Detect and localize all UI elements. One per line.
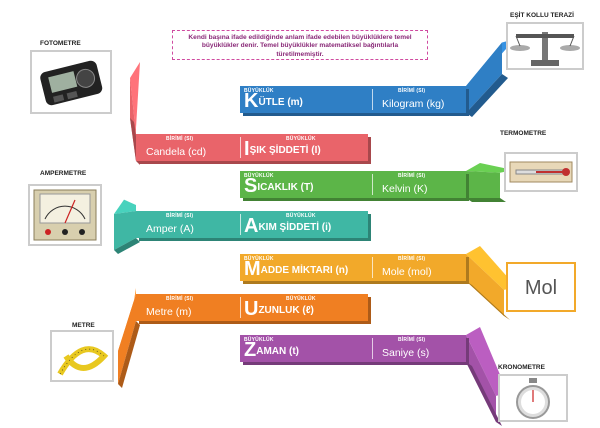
quantity-header: BÜYÜKLÜK	[286, 213, 316, 219]
row-sicaklik: BÜYÜKLÜK BİRİMİ (SI) SICAKLIK (T) Kelvin (K…	[240, 171, 466, 198]
mol-box-art: Mol	[508, 264, 574, 315]
instrument-label-uzunluk: METRE	[72, 322, 95, 329]
ammeter-icon	[28, 184, 102, 246]
quantity-initial: K	[244, 90, 259, 112]
quantity-rest: ÜTLE (m)	[258, 97, 303, 108]
quantity-uzunluk: UZUNLUK (ℓ)	[244, 298, 314, 320]
quantity-initial: S	[244, 175, 258, 197]
quantity-rest: ADDE MİKTARI (n)	[260, 265, 349, 276]
quantity-rest: KIM ŞİDDETİ (i)	[258, 222, 332, 233]
quantity-akim: AKIM ŞİDDETİ (i)	[244, 215, 332, 237]
intro-text: Kendi başına ifade edildiğinde anlam ifa…	[188, 34, 412, 58]
bar-divider	[372, 338, 373, 359]
unit-header: BİRİMİ (SI)	[398, 256, 426, 262]
quantity-rest: ICAKLIK (T)	[257, 182, 314, 193]
bar-divider	[240, 137, 241, 158]
quantity-header: BÜYÜKLÜK	[244, 88, 274, 94]
quantity-header: BÜYÜKLÜK	[286, 136, 316, 142]
instrument-label-akim: AMPERMETRE	[40, 170, 87, 177]
ammeter-icon-art	[30, 186, 100, 249]
quantity-rest: ZUNLUK (ℓ)	[258, 305, 314, 316]
quantity-initial: M	[244, 258, 261, 280]
photometer-icon-art	[32, 52, 110, 117]
balance-scale-icon	[506, 22, 584, 70]
balance-scale-icon-art	[508, 24, 582, 73]
tape-measure-icon-art	[52, 332, 112, 385]
connector-madde-face	[466, 254, 504, 316]
connector-akim-top	[114, 199, 136, 214]
photometer-icon	[30, 50, 112, 114]
unit-uzunluk: Metre (m)	[146, 306, 192, 318]
row-zaman: BÜYÜKLÜK BİRİMİ (SI) ZAMAN (t) Saniye (s)	[240, 335, 466, 362]
row-akim: BİRİMİ (SI) BÜYÜKLÜK Amper (A) AKIM ŞİDDETİ…	[136, 211, 368, 238]
quantity-initial: I	[244, 138, 250, 160]
connector-sicaklik-face	[466, 171, 500, 198]
unit-header: BİRİMİ (SI)	[166, 136, 194, 142]
bar-divider	[240, 214, 241, 235]
unit-isik: Candela (cd)	[146, 146, 207, 158]
quantity-sicaklik: SICAKLIK (T)	[244, 175, 314, 197]
quantity-header: BÜYÜKLÜK	[286, 296, 316, 302]
bar-divider	[372, 89, 373, 110]
unit-kutle: Kilogram (kg)	[382, 98, 445, 110]
connector-madde-top	[466, 246, 517, 290]
row-isik: BİRİMİ (SI) BÜYÜKLÜK Candela (cd) IŞIK ŞİDD…	[136, 134, 368, 161]
bar-divider	[372, 257, 373, 278]
tape-measure-icon	[50, 330, 114, 382]
bar-divider	[372, 174, 373, 195]
instrument-label-sicaklik: TERMOMETRE	[500, 130, 547, 137]
quantity-initial: Z	[244, 339, 257, 361]
intro-note: Kendi başına ifade edildiğinde anlam ifa…	[172, 30, 428, 60]
unit-madde: Mole (mol)	[382, 266, 432, 278]
instrument-label-isik: FOTOMETRE	[40, 40, 81, 47]
row-uzunluk: BİRİMİ (SI) BÜYÜKLÜK Metre (m) UZUNLUK (ℓ)	[136, 294, 368, 321]
instrument-label-zaman: KRONOMETRE	[498, 364, 545, 371]
connector-uzunluk-face	[118, 294, 136, 384]
connector-uzunluk-side	[118, 321, 140, 388]
unit-header: BİRİMİ (SI)	[398, 88, 426, 94]
bar-divider	[240, 297, 241, 318]
unit-zaman: Saniye (s)	[382, 347, 430, 359]
quantity-zaman: ZAMAN (t)	[244, 339, 299, 361]
quantity-header: BÜYÜKLÜK	[244, 173, 274, 179]
quantity-header: BÜYÜKLÜK	[244, 256, 274, 262]
connector-kutle-face	[466, 42, 502, 113]
thermometer-icon-art	[506, 154, 576, 195]
row-madde: BÜYÜKLÜK BİRİMİ (SI) MADDE MİKTARI (n) Mole…	[240, 254, 466, 281]
quantity-initial: A	[244, 215, 259, 237]
unit-sicaklik: Kelvin (K)	[382, 183, 428, 195]
unit-header: BİRİMİ (SI)	[398, 337, 426, 343]
connector-madde-side	[466, 281, 510, 320]
quantity-isik: IŞIK ŞİDDETİ (I)	[244, 138, 321, 160]
row-kutle: BÜYÜKLÜK BİRİMİ (SI) KÜTLE (m) Kilogram (kg…	[240, 86, 466, 113]
connector-akim-side	[114, 238, 140, 254]
quantity-initial: U	[244, 298, 259, 320]
thermometer-icon	[504, 152, 578, 192]
unit-header: BİRİMİ (SI)	[166, 213, 194, 219]
connector-sicaklik-side	[466, 198, 506, 202]
connector-akim-face	[114, 211, 136, 250]
quantity-header: BÜYÜKLÜK	[244, 337, 274, 343]
quantity-madde: MADDE MİKTARI (n)	[244, 258, 349, 280]
connector-kutle-side	[466, 74, 508, 117]
connector-isik-top	[130, 62, 140, 134]
quantity-kutle: KÜTLE (m)	[244, 90, 303, 112]
connector-zaman-side	[466, 362, 502, 426]
quantity-rest: ŞIK ŞİDDETİ (I)	[249, 145, 321, 156]
mol-box-text: Mol	[525, 277, 557, 299]
connector-zaman-top	[466, 327, 508, 396]
unit-header: BİRİMİ (SI)	[398, 173, 426, 179]
unit-akim: Amper (A)	[146, 223, 194, 235]
quantity-rest: AMAN (t)	[256, 346, 299, 357]
stopwatch-icon	[498, 374, 568, 422]
stopwatch-icon-art	[500, 376, 566, 425]
mol-box: Mol	[506, 262, 576, 312]
connector-sicaklik-top	[466, 163, 513, 173]
instrument-label-kutle: EŞİT KOLLU TERAZİ	[510, 12, 574, 19]
unit-header: BİRİMİ (SI)	[166, 296, 194, 302]
